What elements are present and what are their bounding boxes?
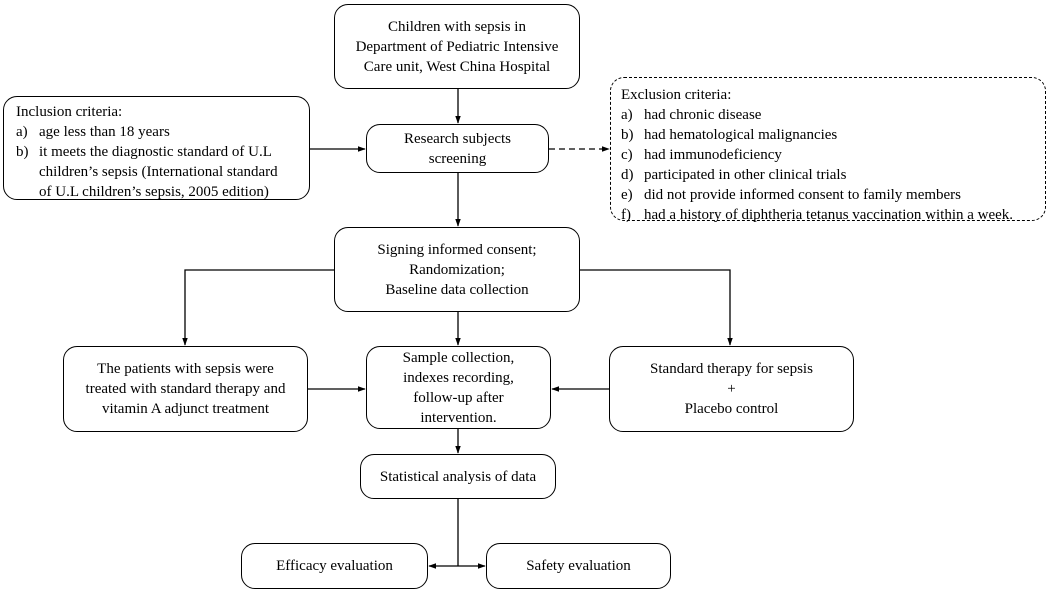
exclusion-item-text: had hematological malignancies: [644, 127, 838, 143]
inclusion-item: b) it meets the diagnostic standard of U…: [16, 142, 278, 202]
node-vitamin-a-line-3: vitamin A adjunct treatment: [101, 401, 270, 417]
node-inclusion-criteria: Inclusion criteria: a) age less than 18 …: [3, 96, 310, 200]
node-start: Children with sepsis in Department of Pe…: [334, 4, 580, 89]
exclusion-item: c) had immunodeficiency: [621, 145, 1013, 165]
node-placebo-line-2: +: [727, 381, 736, 397]
exclusion-item-marker: f): [621, 207, 631, 223]
node-consent-line-3: Baseline data collection: [385, 281, 529, 298]
node-consent-randomization: Signing informed consent; Randomization;…: [334, 227, 580, 312]
node-vitamin-a-arm: The patients with sepsis were treated wi…: [63, 346, 308, 432]
node-sample-line-3: follow-up after: [413, 389, 504, 406]
node-placebo-line-3: Placebo control: [684, 401, 779, 417]
node-placebo-arm: Standard therapy for sepsis + Placebo co…: [609, 346, 854, 432]
node-efficacy-evaluation: Efficacy evaluation: [241, 543, 428, 589]
exclusion-item-marker: d): [621, 167, 634, 183]
node-placebo-line-1: Standard therapy for sepsis: [650, 361, 813, 377]
node-start-line-1: Children with sepsis in: [388, 18, 526, 35]
node-sample-collection: Sample collection, indexes recording, fo…: [366, 346, 551, 429]
inclusion-item: a) age less than 18 years: [16, 122, 278, 142]
exclusion-item-marker: b): [621, 127, 634, 143]
inclusion-item-marker: a): [16, 124, 28, 140]
node-start-line-2: Department of Pediatric Intensive: [355, 38, 559, 55]
node-sample-line-1: Sample collection,: [402, 349, 515, 366]
exclusion-item-text: had a history of diphtheria tetanus vacc…: [644, 207, 1014, 223]
node-safety-line-1: Safety evaluation: [526, 558, 631, 574]
node-vitamin-a-line-2: treated with standard therapy and: [85, 381, 286, 397]
exclusion-item-text: had immunodeficiency: [644, 147, 782, 163]
node-sample-line-4: intervention.: [420, 409, 497, 426]
exclusion-title: Exclusion criteria:: [621, 87, 732, 103]
node-screening: Research subjects screening: [366, 124, 549, 173]
inclusion-item-text: it meets the diagnostic standard of U.L: [39, 144, 272, 160]
exclusion-item-marker: c): [621, 147, 633, 163]
exclusion-item-text: did not provide informed consent to fami…: [644, 187, 962, 203]
arrow-consent-to-vitamin-a: [182, 269, 334, 346]
node-sample-line-2: indexes recording,: [403, 369, 514, 386]
node-consent-line-2: Randomization;: [409, 261, 505, 278]
inclusion-title: Inclusion criteria:: [16, 104, 123, 120]
exclusion-item: f) had a history of diphtheria tetanus va…: [621, 205, 1013, 225]
inclusion-item-text: of U.L children’s sepsis, 2005 edition): [39, 184, 269, 200]
node-consent-line-1: Signing informed consent;: [377, 241, 537, 258]
inclusion-item-text: children’s sepsis (International standar…: [39, 164, 278, 180]
node-safety-evaluation: Safety evaluation: [486, 543, 671, 589]
exclusion-item-marker: e): [621, 187, 633, 203]
inclusion-item-marker: b): [16, 144, 29, 160]
exclusion-item: a) had chronic disease: [621, 105, 1013, 125]
exclusion-item-text: had chronic disease: [644, 107, 762, 123]
exclusion-item: d) participated in other clinical trials: [621, 165, 1013, 185]
node-vitamin-a-line-1: The patients with sepsis were: [97, 361, 274, 377]
inclusion-item-text: age less than 18 years: [39, 124, 170, 140]
arrow-consent-to-placebo: [580, 269, 733, 346]
exclusion-item-text: participated in other clinical trials: [644, 167, 847, 183]
node-screening-line-1: Research subjects: [403, 130, 512, 147]
node-statistical-analysis: Statistical analysis of data: [360, 454, 556, 499]
node-exclusion-criteria: Exclusion criteria: a) had chronic diseas…: [610, 77, 1046, 223]
node-start-line-3: Care unit, West China Hospital: [363, 58, 551, 75]
exclusion-item-marker: a): [621, 107, 633, 123]
node-efficacy-line-1: Efficacy evaluation: [276, 558, 393, 574]
exclusion-item: b) had hematological malignancies: [621, 125, 1013, 145]
exclusion-item: e) did not provide informed consent to fa…: [621, 185, 1013, 205]
node-stats-line-1: Statistical analysis of data: [379, 468, 537, 485]
node-screening-line-2: screening: [428, 150, 487, 167]
